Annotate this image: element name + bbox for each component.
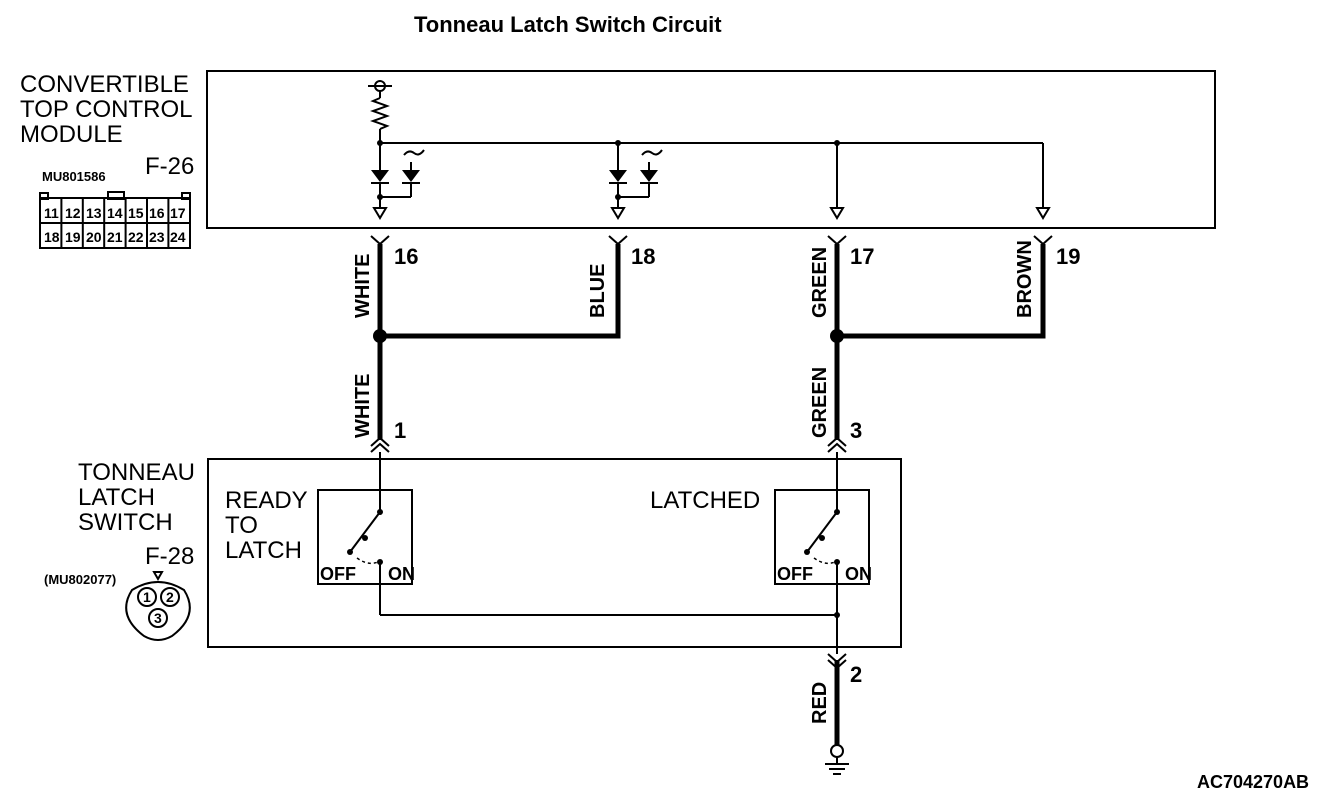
module-pin: 15: [128, 205, 144, 221]
pin-3-label: 3: [850, 418, 862, 443]
wire-blue: BLUE: [587, 264, 609, 318]
diode-icon: [640, 170, 658, 182]
wire-green-top: GREEN: [809, 247, 831, 318]
switch-name-line1: TONNEAU: [78, 459, 195, 486]
pin-2-label: 2: [850, 662, 862, 687]
wire-red: RED: [809, 682, 831, 724]
module-box: [206, 70, 1216, 229]
wire-white-bottom: WHITE: [352, 374, 374, 438]
module-pin: 24: [170, 229, 186, 245]
switch-pin: 2: [166, 589, 174, 605]
module-pin: 14: [107, 205, 123, 221]
pin-1-label: 1: [394, 418, 406, 443]
module-internal-circuit: [368, 80, 1051, 220]
module-pin: 11: [44, 205, 59, 221]
figure-code: AC704270AB: [1197, 772, 1309, 792]
switch-pin: 1: [143, 589, 151, 605]
module-name-line3: MODULE: [20, 121, 123, 148]
module-part-number: MU801586: [42, 169, 106, 184]
ready-label-line3: LATCH: [225, 537, 302, 564]
module-pin: 18: [44, 229, 60, 245]
wire-green-bottom: GREEN: [809, 367, 831, 438]
module-connector-face: 11 12 13 14 15 16 17 18 19 20 21 22 23 2…: [39, 191, 191, 249]
splice-dot: [830, 329, 844, 343]
module-pin: 21: [107, 229, 123, 245]
resistor-icon: [370, 97, 390, 130]
module-pin: 20: [86, 229, 102, 245]
ready-label-line1: READY: [225, 487, 308, 514]
ready-on-label: ON: [388, 564, 415, 584]
input-arrow-icon: [610, 207, 626, 220]
wire-white-top: WHITE: [352, 254, 374, 318]
latched-off-label: OFF: [777, 564, 813, 584]
switch-name-line3: SWITCH: [78, 509, 173, 536]
switch-connector-face: 1 2 3: [125, 571, 191, 641]
module-name-line1: CONVERTIBLE: [20, 71, 189, 98]
switch-name-line2: LATCH: [78, 484, 155, 511]
module-connector-id: F-26: [145, 153, 194, 180]
input-arrow-icon: [372, 207, 388, 220]
module-pin: 12: [65, 205, 81, 221]
latched-on-label: ON: [845, 564, 872, 584]
splice-dot: [373, 329, 387, 343]
latched-switch: OFF ON: [774, 452, 872, 654]
module-terminals: [370, 235, 1053, 246]
diagram-title: Tonneau Latch Switch Circuit: [414, 12, 722, 37]
diode-icon: [402, 170, 420, 182]
diode-icon: [371, 170, 389, 182]
diode-icon: [609, 170, 627, 182]
module-name-line2: TOP CONTROL: [20, 96, 192, 123]
pin-16-label: 16: [394, 244, 418, 269]
input-arrow-icon: [1035, 207, 1051, 220]
module-pin: 17: [170, 205, 186, 221]
harness-wires: [373, 244, 1046, 745]
switch-box: [207, 458, 902, 648]
module-pin: 22: [128, 229, 144, 245]
ready-off-label: OFF: [320, 564, 356, 584]
switch-pin: 3: [154, 610, 162, 626]
ready-to-latch-switch: OFF ON: [317, 452, 415, 615]
module-pin: 19: [65, 229, 81, 245]
ready-label-line2: TO: [225, 512, 258, 539]
pin-19-label: 19: [1056, 244, 1080, 269]
switch-part-number: (MU802077): [44, 572, 116, 587]
module-pin: 16: [149, 205, 165, 221]
latched-label: LATCHED: [650, 487, 760, 514]
switch-connector-id: F-28: [145, 543, 194, 570]
input-arrow-icon: [829, 207, 845, 220]
module-pin: 13: [86, 205, 102, 221]
ground-icon: [825, 744, 849, 775]
module-pin: 23: [149, 229, 165, 245]
pin-17-label: 17: [850, 244, 874, 269]
switch-terminals: [370, 436, 847, 670]
wire-brown: BROWN: [1014, 240, 1036, 318]
pin-18-label: 18: [631, 244, 655, 269]
